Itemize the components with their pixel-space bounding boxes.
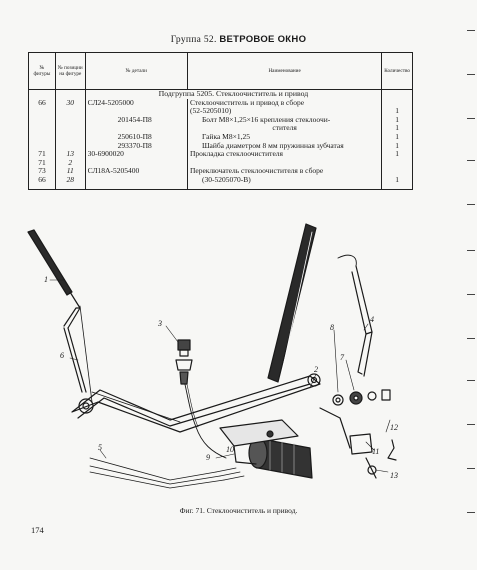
wiper-motor [219, 419, 313, 479]
cell-fig: 66 [28, 98, 56, 108]
cell-pos: 28 [54, 175, 86, 185]
cell-part: 201454-П8 [84, 115, 188, 125]
cell-part: 30-6900020 [84, 150, 188, 159]
wiring [89, 457, 245, 489]
callout-13: 13 [390, 471, 398, 480]
cell-qty: 1 [381, 141, 413, 151]
cell-fig [28, 107, 56, 116]
cell-fig: 71 [28, 150, 56, 159]
callout-8: 8 [330, 323, 334, 332]
cell-fig: 66 [28, 175, 56, 185]
callout-7: 7 [340, 353, 345, 362]
right-wiper-arm [337, 254, 373, 377]
callout-3: 3 [157, 319, 162, 328]
col-header-name: Наименование [186, 52, 383, 90]
table-row: 73 11 СЛ18А-5205400 Переключатель стекло… [28, 167, 413, 176]
cell-name: Болт М8×1,25×16 крепления стеклоочи- [186, 115, 383, 125]
col-header-part: № детали [84, 52, 188, 90]
drive-linkage [71, 373, 321, 433]
subgroup-title: Подгруппа 5205. Стеклоочиститель и приво… [158, 89, 309, 98]
cell-name: Прокладка стеклоочистителя [186, 150, 383, 159]
col-header-qty: Количество [381, 52, 413, 90]
cell-pos [54, 132, 86, 142]
cell-part: 293370-П8 [84, 141, 188, 151]
cell-qty [381, 98, 413, 108]
cell-pos [54, 124, 86, 133]
cell-part: СЛ24-5205000 [84, 98, 188, 108]
cell-part [84, 124, 188, 133]
callout-5: 5 [98, 443, 102, 452]
cell-qty [381, 158, 413, 168]
col-header-fig: № фигуры [28, 52, 56, 90]
cell-name: Шайба диаметром 8 мм пружинная зубчатая [186, 141, 383, 151]
cell-name: Стеклоочиститель и привод в сборе [186, 98, 383, 108]
cell-fig [28, 124, 56, 133]
callout-4: 4 [370, 315, 374, 324]
cell-qty: 1 [381, 150, 413, 159]
callout-leaders [49, 279, 391, 473]
group-label: Группа 52. [170, 35, 217, 45]
cell-pos: 30 [54, 98, 86, 108]
left-wiper-blade [27, 229, 81, 309]
callout-9: 9 [206, 453, 210, 462]
callout-labels: 1 2 3 4 5 6 7 8 9 10 11 12 13 [44, 275, 398, 480]
left-wiper-arm [63, 305, 93, 403]
mounting-bracket [349, 433, 397, 479]
table-spacer [28, 184, 413, 190]
callout-2: 2 [314, 365, 318, 374]
cell-fig [28, 141, 56, 151]
cell-qty: 1 [381, 132, 413, 142]
callout-1: 1 [44, 275, 48, 284]
cell-qty: 1 [381, 175, 413, 185]
table-header-row: № фигуры № позиции на фигуре № детали На… [28, 52, 413, 90]
table-row: 66 30 СЛ24-5205000 Стеклоочиститель и пр… [28, 98, 413, 108]
table-row: 66 28 (30-5205070-В) 1 [28, 175, 413, 185]
figure-caption: Фиг. 71. Стеклоочиститель и привод. [179, 506, 298, 515]
cell-part: 250610-П8 [84, 132, 188, 142]
cell-qty: 1 [381, 115, 413, 125]
table-row: 71 2 [28, 158, 413, 168]
cell-part [84, 175, 188, 185]
switch-knob [175, 339, 193, 385]
table-row: (52-5205010) 1 [28, 107, 413, 116]
subgroup-row: Подгруппа 5205. Стеклоочиститель и приво… [28, 89, 413, 99]
cell-name: стителя [186, 124, 383, 133]
wiper-illustration: 1 2 3 4 5 6 7 8 9 10 11 12 13 [27, 223, 398, 489]
cell-name: Переключатель стеклоочистителя в сборе [186, 167, 383, 176]
cell-pos [54, 107, 86, 116]
group-title: Группа 52. ВЕТРОВОЕ ОКНО [0, 34, 477, 45]
cell-part: СЛ18А-5205400 [84, 167, 188, 176]
cell-qty [381, 167, 413, 176]
cell-pos [54, 115, 86, 125]
callout-11: 11 [372, 447, 379, 456]
cell-fig: 73 [28, 167, 56, 176]
cell-qty: 1 [381, 107, 413, 116]
group-name: ВЕТРОВОЕ ОКНО [219, 34, 307, 45]
callout-10: 10 [226, 445, 234, 454]
cell-name [186, 158, 383, 168]
cell-qty: 1 [381, 124, 413, 133]
col-header-pos: № позиции на фигуре [54, 52, 86, 90]
callout-12: 12 [390, 423, 398, 432]
cell-name: Гайка М8×1,25 [186, 132, 383, 142]
cell-fig: 71 [28, 158, 56, 168]
cell-name: (30-5205070-В) [186, 175, 383, 185]
washers-and-nut [319, 389, 391, 449]
cell-fig [28, 115, 56, 125]
margin-tick-marks [463, 0, 477, 570]
right-wiper-blade [267, 223, 317, 383]
cell-part [84, 158, 188, 168]
table-row: 201454-П8 Болт М8×1,25×16 крепления стек… [28, 115, 413, 125]
page-number: 174 [31, 525, 44, 535]
cell-fig [28, 132, 56, 142]
parts-table: № фигуры № позиции на фигуре № детали На… [28, 52, 413, 190]
table-row: 293370-П8 Шайба диаметром 8 мм пружинная… [28, 141, 413, 151]
cell-part [84, 107, 188, 116]
table-row: стителя 1 [28, 124, 413, 133]
table-row: 250610-П8 Гайка М8×1,25 1 [28, 132, 413, 142]
table-row: 71 13 30-6900020 Прокладка стеклоочистит… [28, 150, 413, 159]
cell-name: (52-5205010) [186, 107, 383, 116]
callout-6: 6 [60, 351, 64, 360]
